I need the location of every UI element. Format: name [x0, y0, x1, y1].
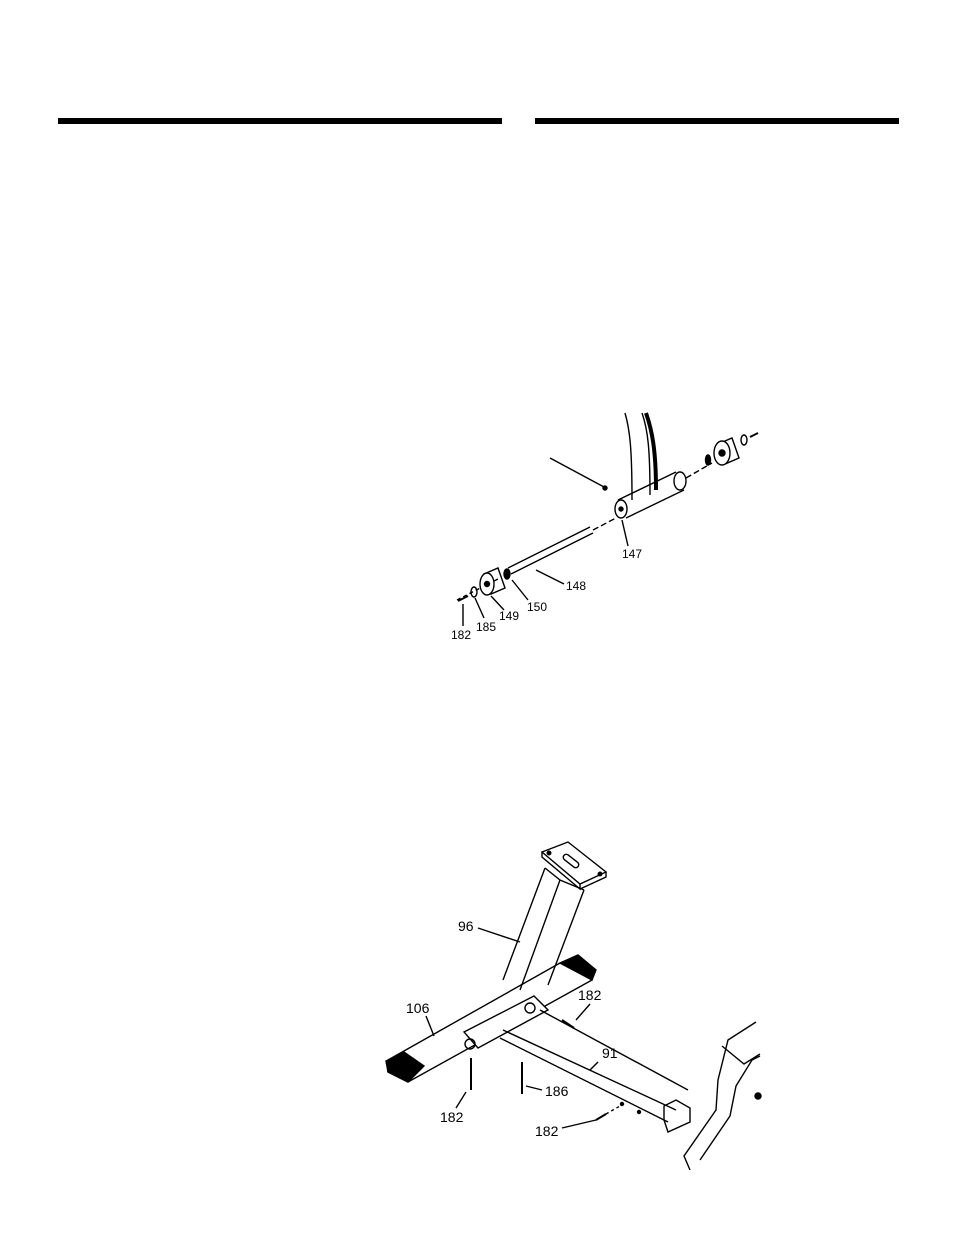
leader-106 [426, 1016, 434, 1036]
leader-182-left [456, 1092, 466, 1108]
bolt-182-bottom-path [606, 1106, 620, 1114]
callout-182-bottom: 182 [535, 1123, 559, 1139]
plate-hole-1 [547, 851, 551, 855]
callout-96: 96 [458, 918, 474, 934]
callout-91: 91 [602, 1045, 618, 1061]
callout-186: 186 [545, 1083, 569, 1099]
callout-182-left: 182 [440, 1109, 464, 1125]
plate-hole-2 [598, 872, 602, 876]
end-cap-left [386, 1052, 424, 1082]
leader-91 [590, 1062, 598, 1070]
leader-186 [526, 1086, 542, 1090]
leader-182-right [576, 1004, 590, 1020]
rail-bottom-edge [500, 1038, 668, 1122]
leader-182-bottom [562, 1120, 596, 1128]
post-left-edge [503, 868, 545, 980]
frame-partial-inner [700, 1056, 760, 1160]
callout-106: 106 [406, 1000, 430, 1016]
rail-hole [621, 1103, 624, 1106]
callout-182-right: 182 [578, 987, 602, 1003]
post-top-plate [542, 842, 606, 884]
frame-partial-mid [722, 1046, 760, 1064]
rail-end-open [664, 1100, 690, 1132]
mount-bracket [464, 996, 548, 1048]
leader-96 [478, 928, 520, 942]
bolt-182-right [562, 1020, 574, 1028]
frame-partial-hole [755, 1093, 761, 1099]
frame-partial-outer [684, 1022, 756, 1170]
bolt-182-bottom [596, 1114, 606, 1120]
end-cap-right [560, 955, 596, 980]
rail-hole-2 [638, 1111, 641, 1114]
